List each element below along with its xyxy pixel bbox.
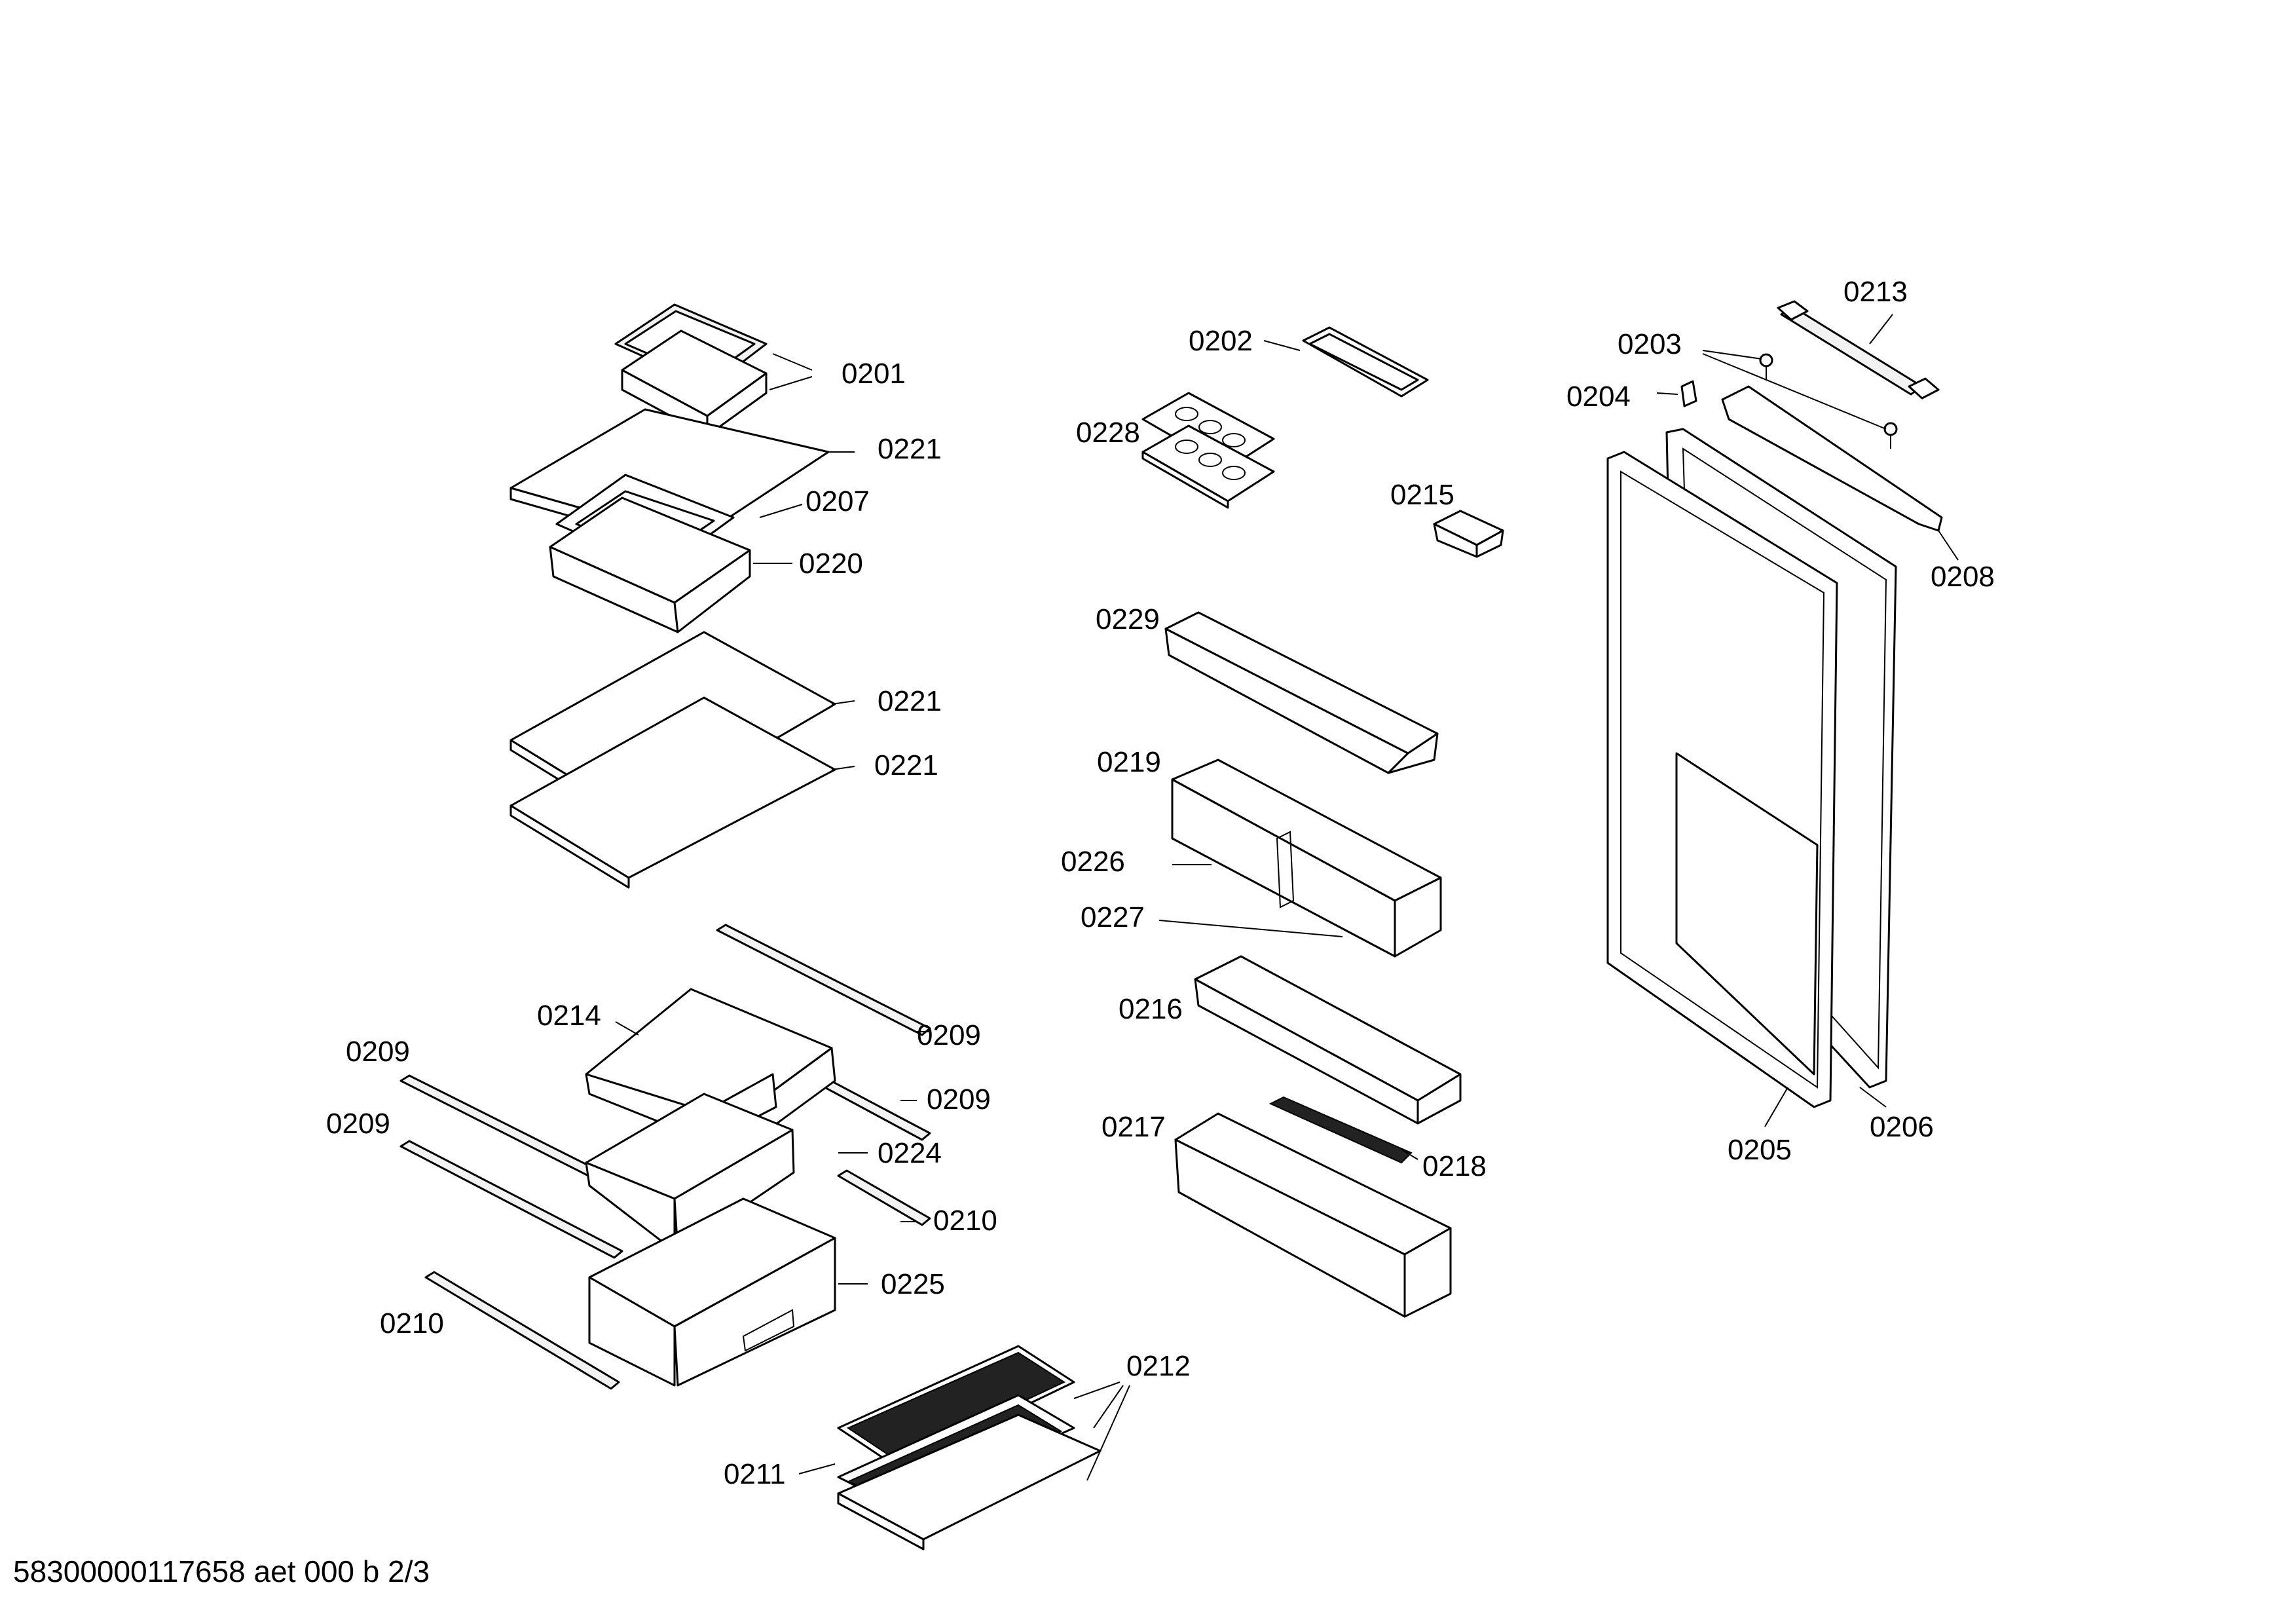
part-0215-small-cup	[1433, 510, 1504, 558]
callout-0215: 0215	[1390, 479, 1454, 511]
callout-labels: 0201 0221 0207 0220 0221 0221 0214 0209 …	[326, 276, 1995, 1490]
part-0217-bottom-door-shelf	[1174, 1112, 1452, 1318]
part-0203-screws	[1759, 353, 1898, 449]
callout-0219: 0219	[1097, 746, 1161, 778]
callout-0224: 0224	[878, 1137, 942, 1169]
callout-0211: 0211	[724, 1458, 786, 1490]
part-0204-clip	[1680, 380, 1697, 407]
part-0205-door-gasket	[1606, 451, 1838, 1108]
part-0209-rail-right	[817, 1078, 931, 1141]
callout-0213: 0213	[1843, 276, 1908, 308]
part-0209-rail-left-lower	[399, 1140, 623, 1259]
leader-lines	[615, 314, 1959, 1481]
part-0201-small-shelf	[614, 303, 768, 437]
callout-0206: 0206	[1870, 1111, 1934, 1143]
callout-0221-top: 0221	[878, 433, 942, 465]
part-0221-glass-shelf-lower	[509, 696, 836, 889]
callout-0220: 0220	[799, 548, 863, 580]
part-0229-door-shelf	[1164, 611, 1439, 774]
part-0210-rail-right	[837, 1169, 931, 1226]
callout-0210-left: 0210	[380, 1307, 444, 1340]
callout-0212: 0212	[1126, 1350, 1191, 1382]
callout-0216: 0216	[1119, 993, 1183, 1025]
callout-0210-right: 0210	[933, 1205, 997, 1237]
part-0210-rail-left	[424, 1271, 620, 1390]
callout-0209-mid-right: 0209	[927, 1083, 991, 1116]
callout-0209-left-upper: 0209	[346, 1036, 410, 1068]
callout-0205: 0205	[1728, 1134, 1792, 1166]
callout-0202: 0202	[1189, 325, 1253, 357]
callout-0209-top-right: 0209	[917, 1019, 981, 1051]
callout-0214: 0214	[537, 1000, 601, 1032]
document-reference: 58300000117658 aet 000 b 2/3	[13, 1554, 430, 1588]
part-0212-0211-grilles	[837, 1345, 1102, 1550]
callout-0228: 0228	[1076, 417, 1140, 449]
callout-0221-middle: 0221	[878, 685, 942, 717]
part-0218-clip	[1268, 1096, 1413, 1164]
part-0213-hinge-bar	[1777, 300, 1940, 400]
callout-0209-left-lower: 0209	[326, 1108, 390, 1140]
callout-0217: 0217	[1102, 1111, 1166, 1143]
callout-0203: 0203	[1618, 328, 1682, 360]
callout-0227: 0227	[1081, 901, 1145, 933]
part-0219-0226-0227-bottle-rack	[1171, 759, 1442, 958]
part-0228-egg-tray	[1141, 392, 1275, 509]
callout-0229: 0229	[1096, 603, 1160, 635]
part-0216-divider-shelf	[1194, 955, 1462, 1125]
callout-0218: 0218	[1422, 1150, 1487, 1182]
part-0207-0220-crisper-box	[549, 474, 751, 633]
part-0209-rail-top	[716, 924, 931, 1036]
callout-0225: 0225	[881, 1268, 945, 1300]
callout-0221-lower: 0221	[874, 749, 938, 781]
callout-0201: 0201	[842, 358, 906, 390]
callout-0204: 0204	[1566, 381, 1631, 413]
part-0202-ice-tray	[1302, 326, 1429, 398]
callout-0207: 0207	[805, 485, 870, 517]
part-0225-drawer-large	[588, 1197, 836, 1387]
callout-0226: 0226	[1061, 846, 1125, 878]
callout-0208: 0208	[1931, 561, 1995, 593]
